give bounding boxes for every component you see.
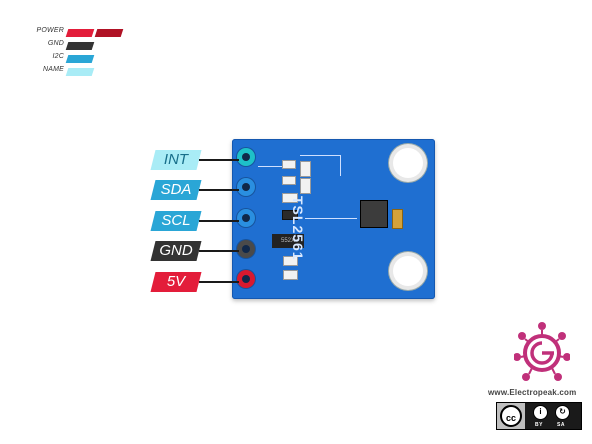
pin-label-5v: 5V [150,272,202,292]
smd-resistor [283,270,298,280]
pin-sda [237,178,255,196]
smd-resistor [282,193,298,203]
smd-resistor [282,160,296,169]
pin-label-text: GND [159,242,193,259]
pin-label-text: INT [163,151,189,168]
pin-label-text: SDA [160,181,192,198]
legend-swatch [65,42,95,50]
legend-label: POWER [36,27,64,34]
sa-icon: ↻ [555,405,570,420]
legend-item-gnd: GND [10,40,140,52]
pin-wire [199,189,239,191]
pin-wire [199,159,239,161]
mounting-hole [393,256,423,286]
pin-label-text: SCL [161,212,191,229]
legend-label: NAME [42,66,64,73]
pin-label-scl: SCL [150,211,202,231]
legend-item-name: NAME [10,66,140,78]
legend-item-power: POWER [10,27,140,39]
cc-license-badge: cc i ↻ BY SA [496,402,582,430]
smd-resistor [282,176,296,185]
pin-wire [199,250,239,252]
pin-label-gnd: GND [150,241,202,261]
pin-label-int: INT [150,150,202,170]
license-by: BY [535,422,543,428]
legend-swatch [65,55,95,63]
pin-5v [237,270,255,288]
pin-label-text: 5V [166,273,186,290]
pin-scl [237,209,255,227]
legend-item-i2c: I2C [10,53,140,65]
by-icon: i [533,405,548,420]
legend-swatch [65,68,95,76]
pin-wire [199,281,239,283]
license-sa: SA [557,422,565,428]
pin-wire [199,220,239,222]
pin-label-sda: SDA [150,180,202,200]
legend-swatch [65,29,95,37]
pin-gnd [237,240,255,258]
sensor-chip [360,200,388,228]
smd-resistor [283,256,298,266]
board-trace [258,166,282,167]
smd-capacitor [392,209,403,229]
smd-capacitor [282,210,298,220]
smd-resistor [300,178,311,194]
legend-label: I2C [52,53,64,60]
mounting-hole [393,148,423,178]
legend-swatch [94,29,124,37]
pin-int [237,148,255,166]
board-trace [300,155,341,176]
electropeak-logo-icon [514,322,570,381]
brand-url: www.Electropeak.com [488,388,577,397]
regulator-chip: 552X [272,234,304,248]
legend-label: GND [47,40,64,47]
chip-label: TSL2561 [290,196,306,261]
color-legend: POWER GND I2C NAME [10,27,140,80]
cc-icon: cc [500,405,522,427]
smd-resistor [300,161,311,177]
board-trace [305,218,357,219]
